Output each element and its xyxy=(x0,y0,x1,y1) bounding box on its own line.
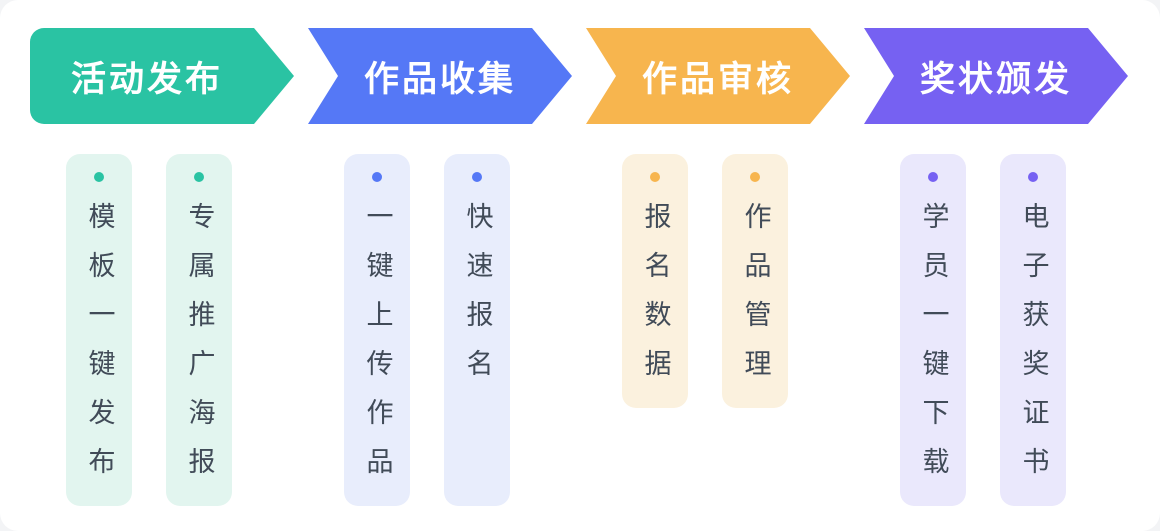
stage-cards: 一键上传作品 快速报名 xyxy=(308,154,572,506)
stage-cards: 报名数据 作品管理 xyxy=(586,154,850,408)
feature-card-quick-signup: 快速报名 xyxy=(444,154,510,506)
bullet-dot-icon xyxy=(94,172,104,182)
feature-card-student-download: 学员一键下载 xyxy=(900,154,966,506)
stage-cards: 模板一键发布 专属推广海报 xyxy=(30,154,294,506)
bullet-dot-icon xyxy=(928,172,938,182)
feature-card-work-management: 作品管理 xyxy=(722,154,788,408)
feature-card-label: 一键上传作品 xyxy=(362,202,393,496)
stage-banner-label: 奖状颁发 xyxy=(919,59,1072,99)
bullet-dot-icon xyxy=(472,172,482,182)
bullet-dot-icon xyxy=(1028,172,1038,182)
stage-banner-work-review: 作品审核 xyxy=(586,28,850,124)
stage-cards: 学员一键下载 电子获奖证书 xyxy=(864,154,1128,506)
stage-banner-label: 作品收集 xyxy=(363,59,516,99)
bullet-dot-icon xyxy=(750,172,760,182)
stage-activity-publish: 活动发布 模板一键发布 专属推广海报 xyxy=(30,28,294,506)
feature-card-label: 报名数据 xyxy=(640,202,671,398)
stage-work-collection: 作品收集 一键上传作品 快速报名 xyxy=(308,28,572,506)
stage-banner-activity-publish: 活动发布 xyxy=(30,28,294,124)
bullet-dot-icon xyxy=(194,172,204,182)
stage-banner-certificate-award: 奖状颁发 xyxy=(864,28,1128,124)
feature-card-label: 学员一键下载 xyxy=(918,202,949,496)
feature-card-label: 作品管理 xyxy=(740,202,771,398)
stage-banner-label: 活动发布 xyxy=(70,59,223,99)
feature-card-label: 快速报名 xyxy=(462,202,493,398)
bullet-dot-icon xyxy=(372,172,382,182)
feature-card-e-certificate: 电子获奖证书 xyxy=(1000,154,1066,506)
bullet-dot-icon xyxy=(650,172,660,182)
feature-card-label: 模板一键发布 xyxy=(84,202,115,496)
stage-banner-label: 作品审核 xyxy=(641,59,794,99)
stage-banner-work-collection: 作品收集 xyxy=(308,28,572,124)
feature-card-signup-data: 报名数据 xyxy=(622,154,688,408)
feature-card-promo-poster: 专属推广海报 xyxy=(166,154,232,506)
feature-card-template-publish: 模板一键发布 xyxy=(66,154,132,506)
stages-row: 活动发布 模板一键发布 专属推广海报 作品收集 一键 xyxy=(0,0,1160,506)
stage-certificate-award: 奖状颁发 学员一键下载 电子获奖证书 xyxy=(864,28,1128,506)
stage-work-review: 作品审核 报名数据 作品管理 xyxy=(586,28,850,506)
feature-card-one-click-upload: 一键上传作品 xyxy=(344,154,410,506)
feature-card-label: 专属推广海报 xyxy=(184,202,215,496)
feature-card-label: 电子获奖证书 xyxy=(1018,202,1049,496)
